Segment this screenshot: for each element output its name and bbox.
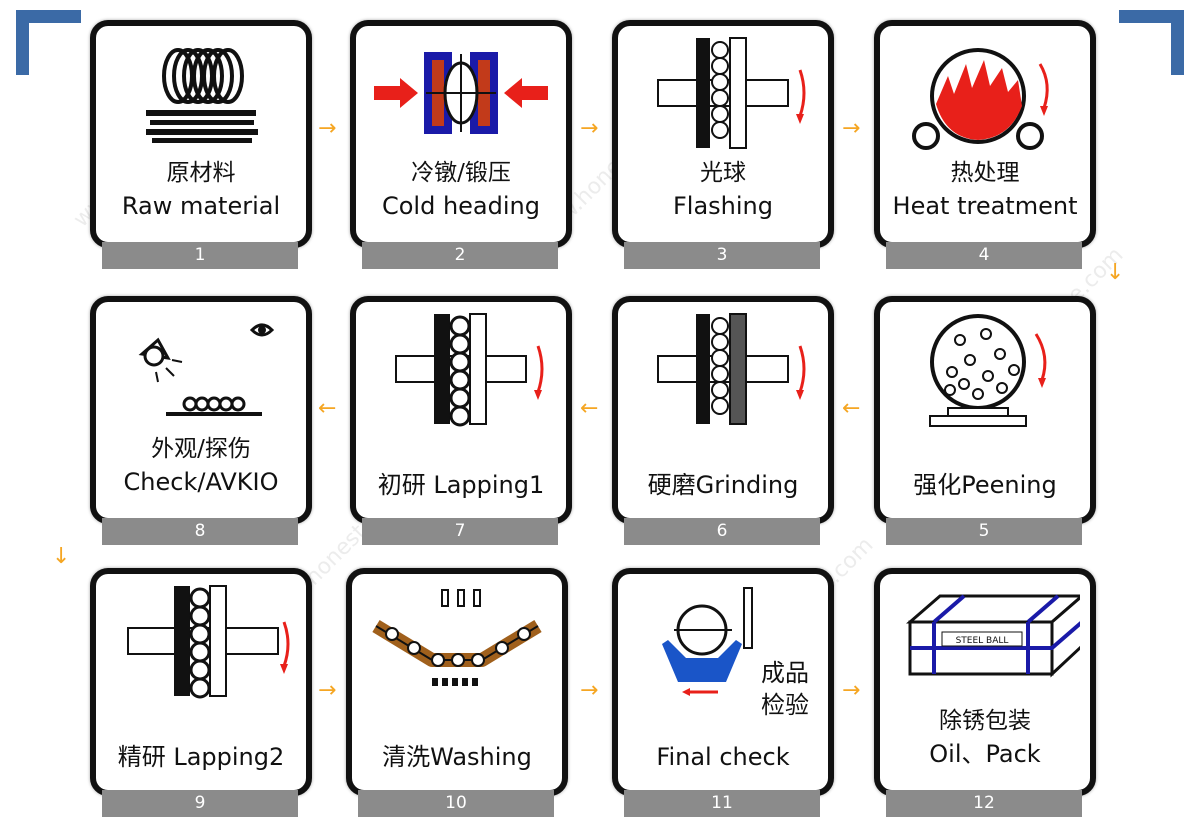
arrow-left-icon: ← [318,396,337,421]
arrow-left-icon: ← [580,396,599,421]
cold-heading-die-icon [366,34,556,152]
step-card: 强化Peening [874,296,1096,524]
step-label-cn: 热处理 [950,160,1020,186]
arrow-right-icon: → [318,116,337,141]
arrow-down-icon: ↓ [1106,260,1125,285]
arrow-right-icon: → [842,678,861,703]
step-card: STEEL BALL 除锈包装 Oil、Pack [874,568,1096,796]
step-label: 硬磨Grinding [647,471,799,499]
gauge-check-icon [628,582,818,700]
steel-box-icon: STEEL BALL [890,582,1080,700]
step-label-en: Flashing [672,192,773,220]
arrow-right-icon: → [318,678,337,703]
step-12: STEEL BALL 除锈包装 Oil、Pack 12 [874,568,1096,826]
step-number: 10 [358,790,554,817]
box-text: STEEL BALL [956,636,1009,646]
step-number: 8 [102,518,298,545]
step-1: 原材料 Raw material 1 [90,20,312,278]
furnace-icon [890,34,1080,152]
step-label-cn: 成品 [761,659,809,687]
step-card: 原材料 Raw material [90,20,312,248]
step-3: 光球 Flashing 3 [612,20,834,278]
step-number: 12 [886,790,1082,817]
step-number: 6 [624,518,820,545]
grinding-plates-icon [628,310,818,428]
lapping-plates-icon [366,310,556,428]
inspection-lamp-icon [106,310,296,428]
step-number: 1 [102,242,298,269]
step-number: 7 [362,518,558,545]
step-6: 硬磨Grinding 6 [612,296,834,554]
step-11: 成品 检验 Final check 11 [612,568,834,826]
step-label-en: Oil、Pack [929,740,1041,768]
step-label-en: Check/AVKIO [123,468,279,496]
step-number: 11 [624,790,820,817]
step-label: 清洗Washing [382,743,532,771]
peening-drum-icon [890,310,1080,428]
step-number: 5 [886,518,1082,545]
step-number: 4 [886,242,1082,269]
step-number: 2 [362,242,558,269]
step-2: 冷镦/锻压 Cold heading 2 [350,20,572,278]
step-label: 初研 Lapping1 [377,471,545,499]
arrow-right-icon: → [580,116,599,141]
step-8: 外观/探伤 Check/AVKIO 8 [90,296,312,554]
corner-bracket-top-right [1119,10,1184,75]
step-card: 清洗Washing [346,568,568,796]
step-label-cn: 冷镦/锻压 [411,160,511,186]
step-card: 冷镦/锻压 Cold heading [350,20,572,248]
step-5: 强化Peening 5 [874,296,1096,554]
step-number: 3 [624,242,820,269]
arrow-down-icon: ↓ [52,544,71,569]
step-label-en: Heat treatment [892,192,1078,220]
step-4: 热处理 Heat treatment 4 [874,20,1096,278]
step-number: 9 [102,790,298,817]
step-label-cn-2: 检验 [761,691,809,719]
step-card: 硬磨Grinding [612,296,834,524]
step-card: 成品 检验 Final check [612,568,834,796]
arrow-left-icon: ← [842,396,861,421]
flashing-plates-icon [628,34,818,152]
step-card: 热处理 Heat treatment [874,20,1096,248]
step-label: 强化Peening [913,471,1057,499]
lapping-plates-icon [106,582,296,700]
step-label-en: Raw material [121,192,281,220]
washing-conveyor-icon [362,582,552,700]
step-label-cn: 外观/探伤 [151,436,251,462]
step-7: 初研 Lapping1 7 [350,296,572,554]
arrow-right-icon: → [580,678,599,703]
step-label-cn: 原材料 [166,160,236,186]
step-label-en: Cold heading [381,192,540,220]
coil-wire-icon [106,34,296,152]
step-9: 精研 Lapping2 9 [90,568,312,826]
step-card: 光球 Flashing [612,20,834,248]
step-card: 初研 Lapping1 [350,296,572,524]
step-label-cn: 光球 [700,160,746,186]
step-card: 精研 Lapping2 [90,568,312,796]
step-card: 外观/探伤 Check/AVKIO [90,296,312,524]
corner-bracket-top-left [16,10,81,75]
step-10: 清洗Washing 10 [346,568,568,826]
arrow-right-icon: → [842,116,861,141]
step-label-en: Final check [656,743,790,771]
step-label-cn: 除锈包装 [939,708,1031,734]
step-label: 精研 Lapping2 [117,743,285,771]
